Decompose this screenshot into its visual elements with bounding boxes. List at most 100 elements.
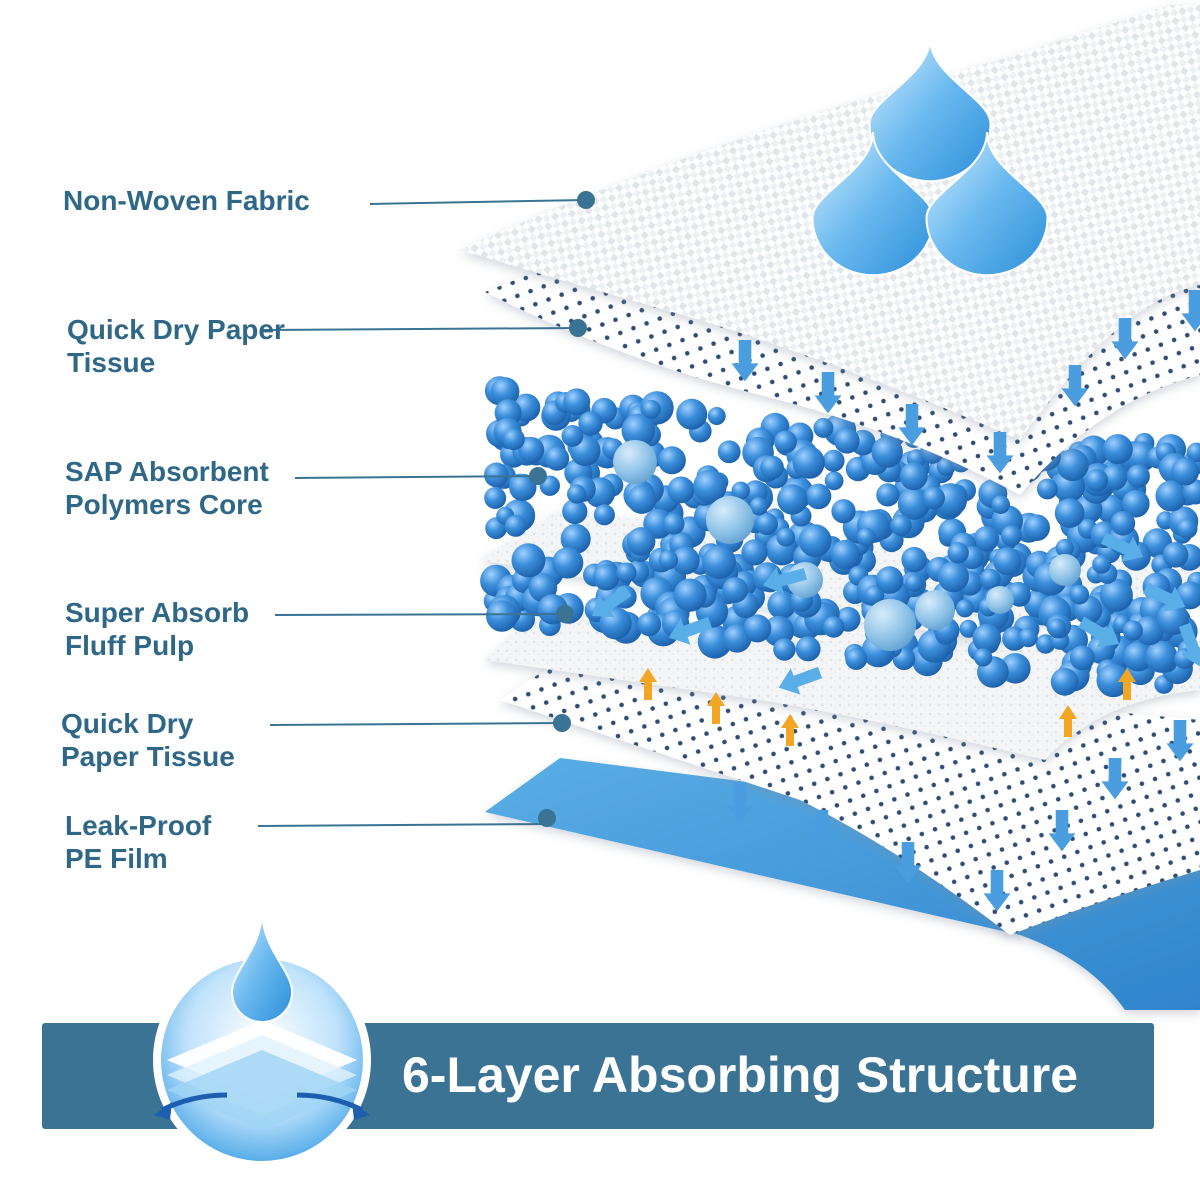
- sap-bead: [776, 527, 796, 547]
- leader-dot-2: [569, 319, 587, 337]
- leader-dot-1: [577, 191, 595, 209]
- sap-bead: [484, 462, 509, 488]
- sap-bead: [1092, 555, 1111, 574]
- down-arrow-icon: [726, 782, 754, 824]
- sap-bead: [1035, 634, 1056, 654]
- leader-lines: [257, 191, 595, 827]
- sap-bead: [1155, 480, 1187, 512]
- flow-arrow-icon: [1100, 532, 1144, 562]
- up-arrow-icon: [781, 714, 799, 746]
- sap-bead: [830, 539, 861, 570]
- up-arrow-icon: [1059, 705, 1077, 737]
- sap-bead: [1122, 489, 1150, 518]
- sap-bead: [1096, 663, 1130, 698]
- down-arrow-icon: [894, 842, 922, 884]
- sap-bead-cluster: [480, 376, 1200, 698]
- leader-line-6: [257, 823, 548, 827]
- flow-arrow-icon: [1078, 616, 1120, 648]
- sap-bead: [593, 504, 615, 526]
- sap-bead: [823, 616, 845, 638]
- sap-bead: [905, 573, 924, 593]
- sap-bead: [1186, 442, 1200, 463]
- leader-line-3: [294, 475, 539, 479]
- down-arrow-icon: [814, 372, 842, 414]
- sap-bead: [509, 473, 537, 502]
- sap-bead: [760, 455, 784, 480]
- sap-bead: [731, 481, 750, 500]
- down-arrow-icon: [1061, 365, 1089, 407]
- flow-arrow-icon: [668, 616, 713, 645]
- sap-bead: [864, 585, 885, 605]
- up-arrow-icon: [1118, 668, 1136, 700]
- sap-bead: [959, 619, 978, 638]
- sap-bead: [792, 446, 825, 479]
- sap-bead: [563, 388, 591, 416]
- sap-bead: [947, 542, 969, 564]
- sap-bead: [671, 546, 700, 575]
- sap-bead: [876, 483, 900, 507]
- sap-bead: [1110, 511, 1136, 536]
- up-arrow-icon: [639, 668, 657, 700]
- leader-line-2: [261, 327, 579, 331]
- leader-dot-3: [529, 467, 547, 485]
- sap-bead: [798, 524, 832, 558]
- label-non-woven-fabric: Non-Woven Fabric: [63, 185, 310, 216]
- sap-bead: [831, 499, 856, 524]
- sap-bead-large: [864, 599, 916, 651]
- sap-bead: [1069, 584, 1090, 605]
- sap-bead: [993, 547, 1022, 576]
- label-fluff-pulp: Super Absorb Fluff Pulp: [65, 597, 250, 661]
- down-arrow-icon: [808, 810, 836, 852]
- down-arrow-icon: [983, 870, 1011, 912]
- flow-arrow-icon: [762, 567, 808, 595]
- sap-bead: [621, 413, 656, 448]
- sap-bead: [1000, 525, 1022, 547]
- down-arrow-icon: [1181, 290, 1200, 332]
- sap-bead: [552, 547, 584, 579]
- sap-bead: [857, 527, 876, 547]
- label-pe-film: Leak-Proof PE Film: [65, 810, 212, 874]
- down-arrow-icon: [1048, 810, 1076, 852]
- sap-bead: [663, 513, 685, 535]
- flow-arrow-icon: [778, 666, 823, 695]
- sap-bead: [486, 600, 518, 632]
- sap-bead: [1176, 518, 1198, 539]
- down-arrow-icon: [898, 404, 926, 446]
- sap-bead: [667, 476, 695, 504]
- sap-bead: [658, 550, 678, 570]
- sap-bead: [755, 512, 778, 536]
- label-sap-core: SAP Absorbent Polymers Core: [65, 456, 269, 520]
- sap-bead: [890, 514, 912, 537]
- sap-bead: [641, 399, 661, 419]
- sap-bead: [484, 487, 507, 509]
- leader-dot-6: [538, 809, 556, 827]
- sap-bead: [1122, 620, 1143, 641]
- sap-bead: [973, 526, 999, 552]
- sap-bead: [504, 515, 527, 537]
- sap-bead: [697, 624, 732, 659]
- sap-bead: [627, 484, 657, 514]
- sap-bead: [845, 647, 868, 670]
- sap-bead: [1047, 618, 1067, 638]
- sap-bead: [673, 578, 707, 612]
- sap-bead: [897, 487, 931, 520]
- sap-bead: [1018, 628, 1038, 648]
- sap-bead: [1054, 498, 1085, 528]
- sap-bead: [544, 446, 570, 471]
- sap-bead: [626, 527, 656, 556]
- sap-bead: [1050, 667, 1079, 696]
- water-drop-icon: [811, 37, 1049, 277]
- sap-bead: [561, 425, 584, 447]
- sap-bead: [717, 440, 741, 464]
- sap-bead: [1162, 542, 1189, 568]
- up-arrow-icon: [707, 692, 725, 724]
- sap-bead: [1134, 615, 1164, 646]
- sap-bead: [562, 498, 588, 525]
- sap-bead: [567, 484, 587, 504]
- sap-bead-large: [706, 496, 754, 544]
- sap-bead-large: [986, 586, 1014, 614]
- leader-dot-5: [553, 714, 571, 732]
- sap-bead: [1101, 464, 1128, 491]
- sap-bead: [490, 377, 520, 406]
